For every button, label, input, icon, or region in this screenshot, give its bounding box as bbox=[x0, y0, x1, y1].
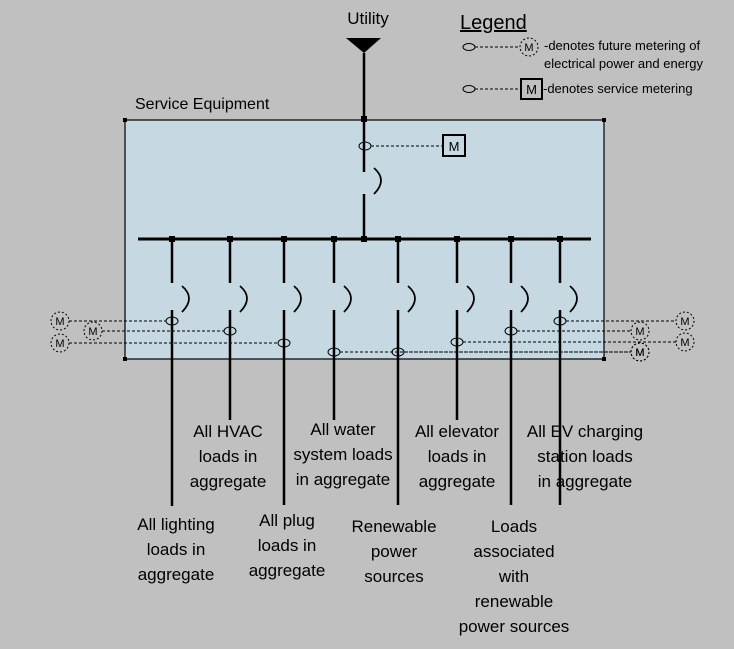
future-meter-icon bbox=[50, 311, 70, 331]
feeder-label-line: aggregate bbox=[249, 561, 326, 580]
future-meter-icon bbox=[630, 342, 650, 362]
feeder-label-line: loads in bbox=[147, 540, 206, 559]
feeder-breaker-icon bbox=[407, 285, 416, 313]
feeder-breaker-icon bbox=[466, 285, 475, 313]
future-meter-renewable: M bbox=[630, 342, 650, 362]
feeder-breaker-icon bbox=[293, 285, 302, 313]
future-meter-lighting: M bbox=[50, 311, 70, 331]
future-meter-elevator: M bbox=[675, 332, 695, 352]
bus-tap-node bbox=[227, 236, 233, 242]
feeder-water bbox=[327, 236, 352, 420]
utility-label: Utility bbox=[347, 9, 389, 28]
feeder-label-line: in aggregate bbox=[538, 472, 633, 491]
feeder-label-ev: All EV charging station loads in aggregate bbox=[527, 422, 643, 491]
feeder-hvac bbox=[223, 236, 248, 420]
future-meter-hvac: M bbox=[83, 321, 103, 341]
feeder-label-line: Renewable bbox=[351, 517, 436, 536]
future-meter-symbol: M bbox=[680, 337, 689, 349]
legend-future-text-line1: -denotes future metering of bbox=[544, 38, 700, 53]
legend-future-meter-icon bbox=[519, 37, 539, 57]
feeder-label-line: All lighting bbox=[137, 515, 215, 534]
feeder-label-line: loads in bbox=[199, 447, 258, 466]
future-meter-symbol: M bbox=[635, 326, 644, 338]
bus-tap-node bbox=[281, 236, 287, 242]
future-meter-symbol: M bbox=[680, 316, 689, 328]
future-meter-assoc-renewable: M bbox=[630, 321, 650, 341]
service-equipment-label: Service Equipment bbox=[135, 96, 270, 113]
feeder-label-elevator: All elevator loads in aggregate bbox=[415, 422, 499, 491]
feeder-label-line: All plug bbox=[259, 511, 315, 530]
feeder-label-hvac: All HVAC loads in aggregate bbox=[190, 422, 267, 491]
feeder-breaker-icon bbox=[569, 285, 578, 313]
feeder-label-line: loads in bbox=[258, 536, 317, 555]
future-meter-symbol: M bbox=[635, 347, 644, 359]
feeder-breaker-icon bbox=[520, 285, 529, 313]
feeder-label-line: aggregate bbox=[190, 472, 267, 491]
feeder-label-line: in aggregate bbox=[296, 470, 391, 489]
feeder-breaker-icon bbox=[343, 285, 352, 313]
bus-tap-node bbox=[395, 236, 401, 242]
bus-tap-node bbox=[454, 236, 460, 242]
feeder-elevator bbox=[450, 236, 475, 420]
feeder-renewable bbox=[391, 236, 416, 505]
legend-service-metering: M -denotes service metering bbox=[462, 78, 693, 100]
feeder-ct-icon bbox=[277, 338, 291, 348]
legend-service-meter-symbol: M bbox=[526, 82, 537, 97]
legend-service-text: -denotes service metering bbox=[543, 81, 693, 96]
feeder-label-line: All water bbox=[310, 420, 376, 439]
service-meter-icon bbox=[442, 134, 466, 157]
feeder-label-line: All EV charging bbox=[527, 422, 643, 441]
main-breaker-icon bbox=[373, 167, 382, 195]
bus-tap-node bbox=[331, 236, 337, 242]
feeder-label-plug: All plug loads in aggregate bbox=[249, 511, 326, 580]
feeder-label-assoc-renewable: Loads associated with renewable power source… bbox=[459, 517, 570, 636]
feeder-label-line: power sources bbox=[459, 617, 570, 636]
future-meter-ev: M bbox=[675, 311, 695, 331]
feeder-label-line: loads in bbox=[428, 447, 487, 466]
future-meter-plug: M bbox=[50, 333, 70, 353]
future-meter-symbol: M bbox=[55, 338, 64, 350]
service-meter-symbol: M bbox=[449, 139, 460, 154]
feeder-label-line: system loads bbox=[293, 445, 392, 464]
future-meter-icon bbox=[675, 332, 695, 352]
legend-future-text-line2: electrical power and energy bbox=[544, 56, 703, 71]
feeder-labels-group: All lighting loads in aggregate All HVAC loa… bbox=[137, 420, 643, 636]
feeder-label-lighting: All lighting loads in aggregate bbox=[137, 515, 215, 584]
feeder-label-line: All elevator bbox=[415, 422, 499, 441]
feeder-label-line: renewable bbox=[475, 592, 553, 611]
legend-service-meter-icon bbox=[520, 78, 543, 100]
feeder-label-line: sources bbox=[364, 567, 424, 586]
bus-tap-node bbox=[557, 236, 563, 242]
legend-future-metering: M -denotes future metering of electrical… bbox=[462, 37, 703, 71]
feeder-label-line: with bbox=[498, 567, 529, 586]
bus-tap-node bbox=[169, 236, 175, 242]
future-meter-icon bbox=[675, 311, 695, 331]
future-meter-icon bbox=[50, 333, 70, 353]
future-meter-symbol: M bbox=[88, 326, 97, 338]
feeder-breaker-icon bbox=[239, 285, 248, 313]
feeder-label-line: Loads bbox=[491, 517, 537, 536]
feeder-label-water: All water system loads in aggregate bbox=[293, 420, 392, 489]
feeder-breaker-icon bbox=[181, 285, 190, 313]
feeder-label-line: associated bbox=[473, 542, 554, 561]
future-meter-symbol: M bbox=[55, 316, 64, 328]
legend-future-meter-symbol: M bbox=[524, 42, 533, 54]
feeder-plug bbox=[277, 236, 302, 505]
feeder-label-renewable: Renewable power sources bbox=[351, 517, 436, 586]
future-meter-icon bbox=[83, 321, 103, 341]
box-corner-nodes bbox=[123, 118, 606, 361]
future-meter-icon bbox=[630, 321, 650, 341]
legend-heading: Legend bbox=[460, 12, 527, 34]
utility-source-icon bbox=[346, 38, 381, 53]
feeder-label-line: All HVAC bbox=[193, 422, 263, 441]
feeder-label-line: power bbox=[371, 542, 418, 561]
future-meter-symbol: M bbox=[635, 347, 644, 359]
feeder-label-line: aggregate bbox=[138, 565, 215, 584]
feeder-label-line: aggregate bbox=[419, 472, 496, 491]
bus-tap-node bbox=[508, 236, 514, 242]
feeder-label-line: station loads bbox=[537, 447, 632, 466]
